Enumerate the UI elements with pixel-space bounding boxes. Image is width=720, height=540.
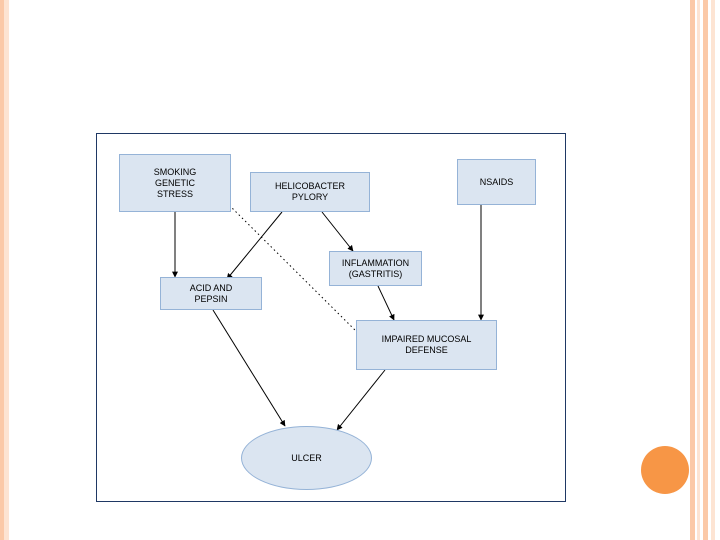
orange-circle-decoration <box>641 446 689 494</box>
node-inflammation-gastritis[interactable]: INFLAMMATION (GASTRITIS) <box>329 251 422 286</box>
edge-acid-to-ulcer <box>212 309 286 427</box>
node-smoking-genetic-stress[interactable]: SMOKING GENETIC STRESS <box>119 154 231 212</box>
node-nsaids[interactable]: NSAIDS <box>457 159 536 205</box>
left-accent-bar-inner <box>4 0 9 540</box>
node-helicobacter-pylory[interactable]: HELICOBACTER PYLORY <box>250 172 370 212</box>
node-acid-and-pepsin[interactable]: ACID AND PEPSIN <box>160 277 262 310</box>
right-accent-bar-1 <box>690 0 695 540</box>
node-ulcer[interactable]: ULCER <box>241 426 372 490</box>
edge-smoking-to-mucosal-dotted <box>225 201 364 339</box>
node-impaired-mucosal-defense[interactable]: IMPAIRED MUCOSAL DEFENSE <box>356 320 497 370</box>
left-accent-bar-outer <box>0 0 4 540</box>
edge-inflammation-to-mucosal <box>377 285 395 321</box>
edge-hpylori-to-inflammation <box>321 211 354 252</box>
right-accent-bar-3 <box>703 0 708 540</box>
diagram-frame: SMOKING GENETIC STRESS HELICOBACTER PYLO… <box>96 133 566 502</box>
right-accent-bar-2 <box>697 0 700 540</box>
edge-mucosal-to-ulcer <box>336 369 386 431</box>
connector-layer <box>172 201 484 431</box>
right-accent-bar-4 <box>711 0 715 540</box>
edge-hpylori-to-acid <box>226 211 283 280</box>
